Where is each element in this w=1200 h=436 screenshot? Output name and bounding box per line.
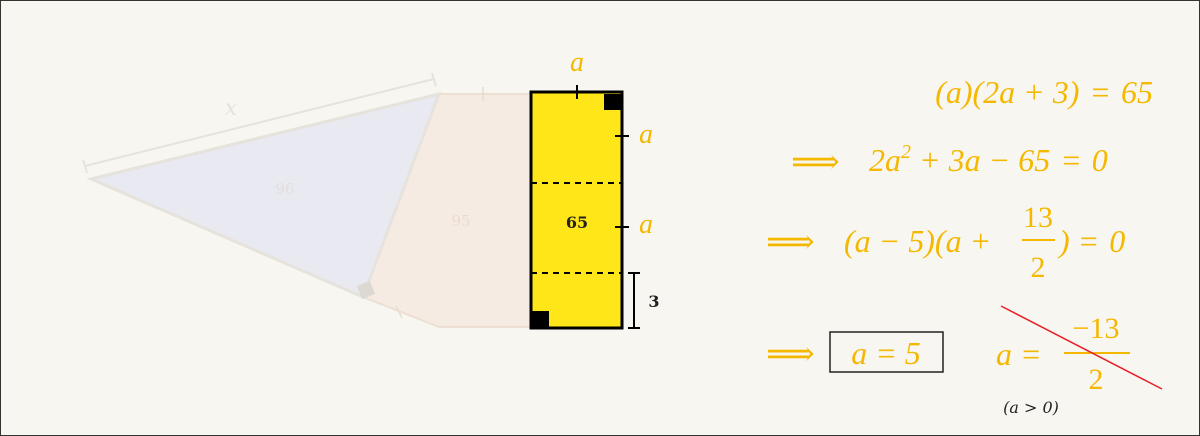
rect-side-label-2: a	[639, 209, 653, 240]
dimension-marker-3	[628, 272, 640, 329]
rect-area-label: 65	[566, 213, 588, 232]
highlight-rectangle	[529, 90, 624, 330]
rejected-solution-frac-den: 2	[1089, 363, 1104, 396]
faded-right-angle-marker	[356, 280, 376, 300]
rect-side-label-1: a	[639, 119, 653, 150]
implies-arrow-2: ⟹	[791, 144, 840, 181]
equation-line-3-frac-num: 13	[1023, 201, 1053, 234]
implies-arrow-3: ⟹	[766, 224, 815, 261]
faded-tick	[395, 305, 403, 319]
boxed-answer: a = 5	[851, 335, 921, 371]
faded-label-triangle-area: 96	[275, 180, 294, 198]
condition-text: (a > 0)	[1003, 398, 1059, 417]
faded-label-x: x	[225, 96, 238, 121]
right-angle-marker-bottom	[532, 311, 549, 327]
rejected-solution-lhs: a =	[996, 336, 1042, 372]
right-angle-marker-top	[604, 94, 621, 110]
strike-through-line	[1000, 305, 1163, 390]
equation-line-3-frac-den: 2	[1031, 251, 1046, 284]
faded-label-trapezoid-area: 95	[451, 212, 470, 230]
implies-arrow-4: ⟹	[766, 336, 815, 373]
faded-triangle	[86, 91, 442, 300]
equation-line-2: 2a2 + 3a − 65=0	[869, 141, 1108, 178]
dimension-label-3: 3	[648, 292, 659, 311]
faded-dimension-x	[82, 72, 437, 174]
equation-line-3-rhs: )=0	[1057, 223, 1125, 259]
equation-line-1: (a)(2a + 3)=65	[935, 74, 1153, 110]
equation-line-3-lhs: (a − 5)(a +	[844, 223, 991, 259]
rect-top-label: a	[570, 47, 584, 78]
rejected-solution-frac-num: −13	[1073, 312, 1120, 345]
answer-box	[829, 331, 944, 373]
